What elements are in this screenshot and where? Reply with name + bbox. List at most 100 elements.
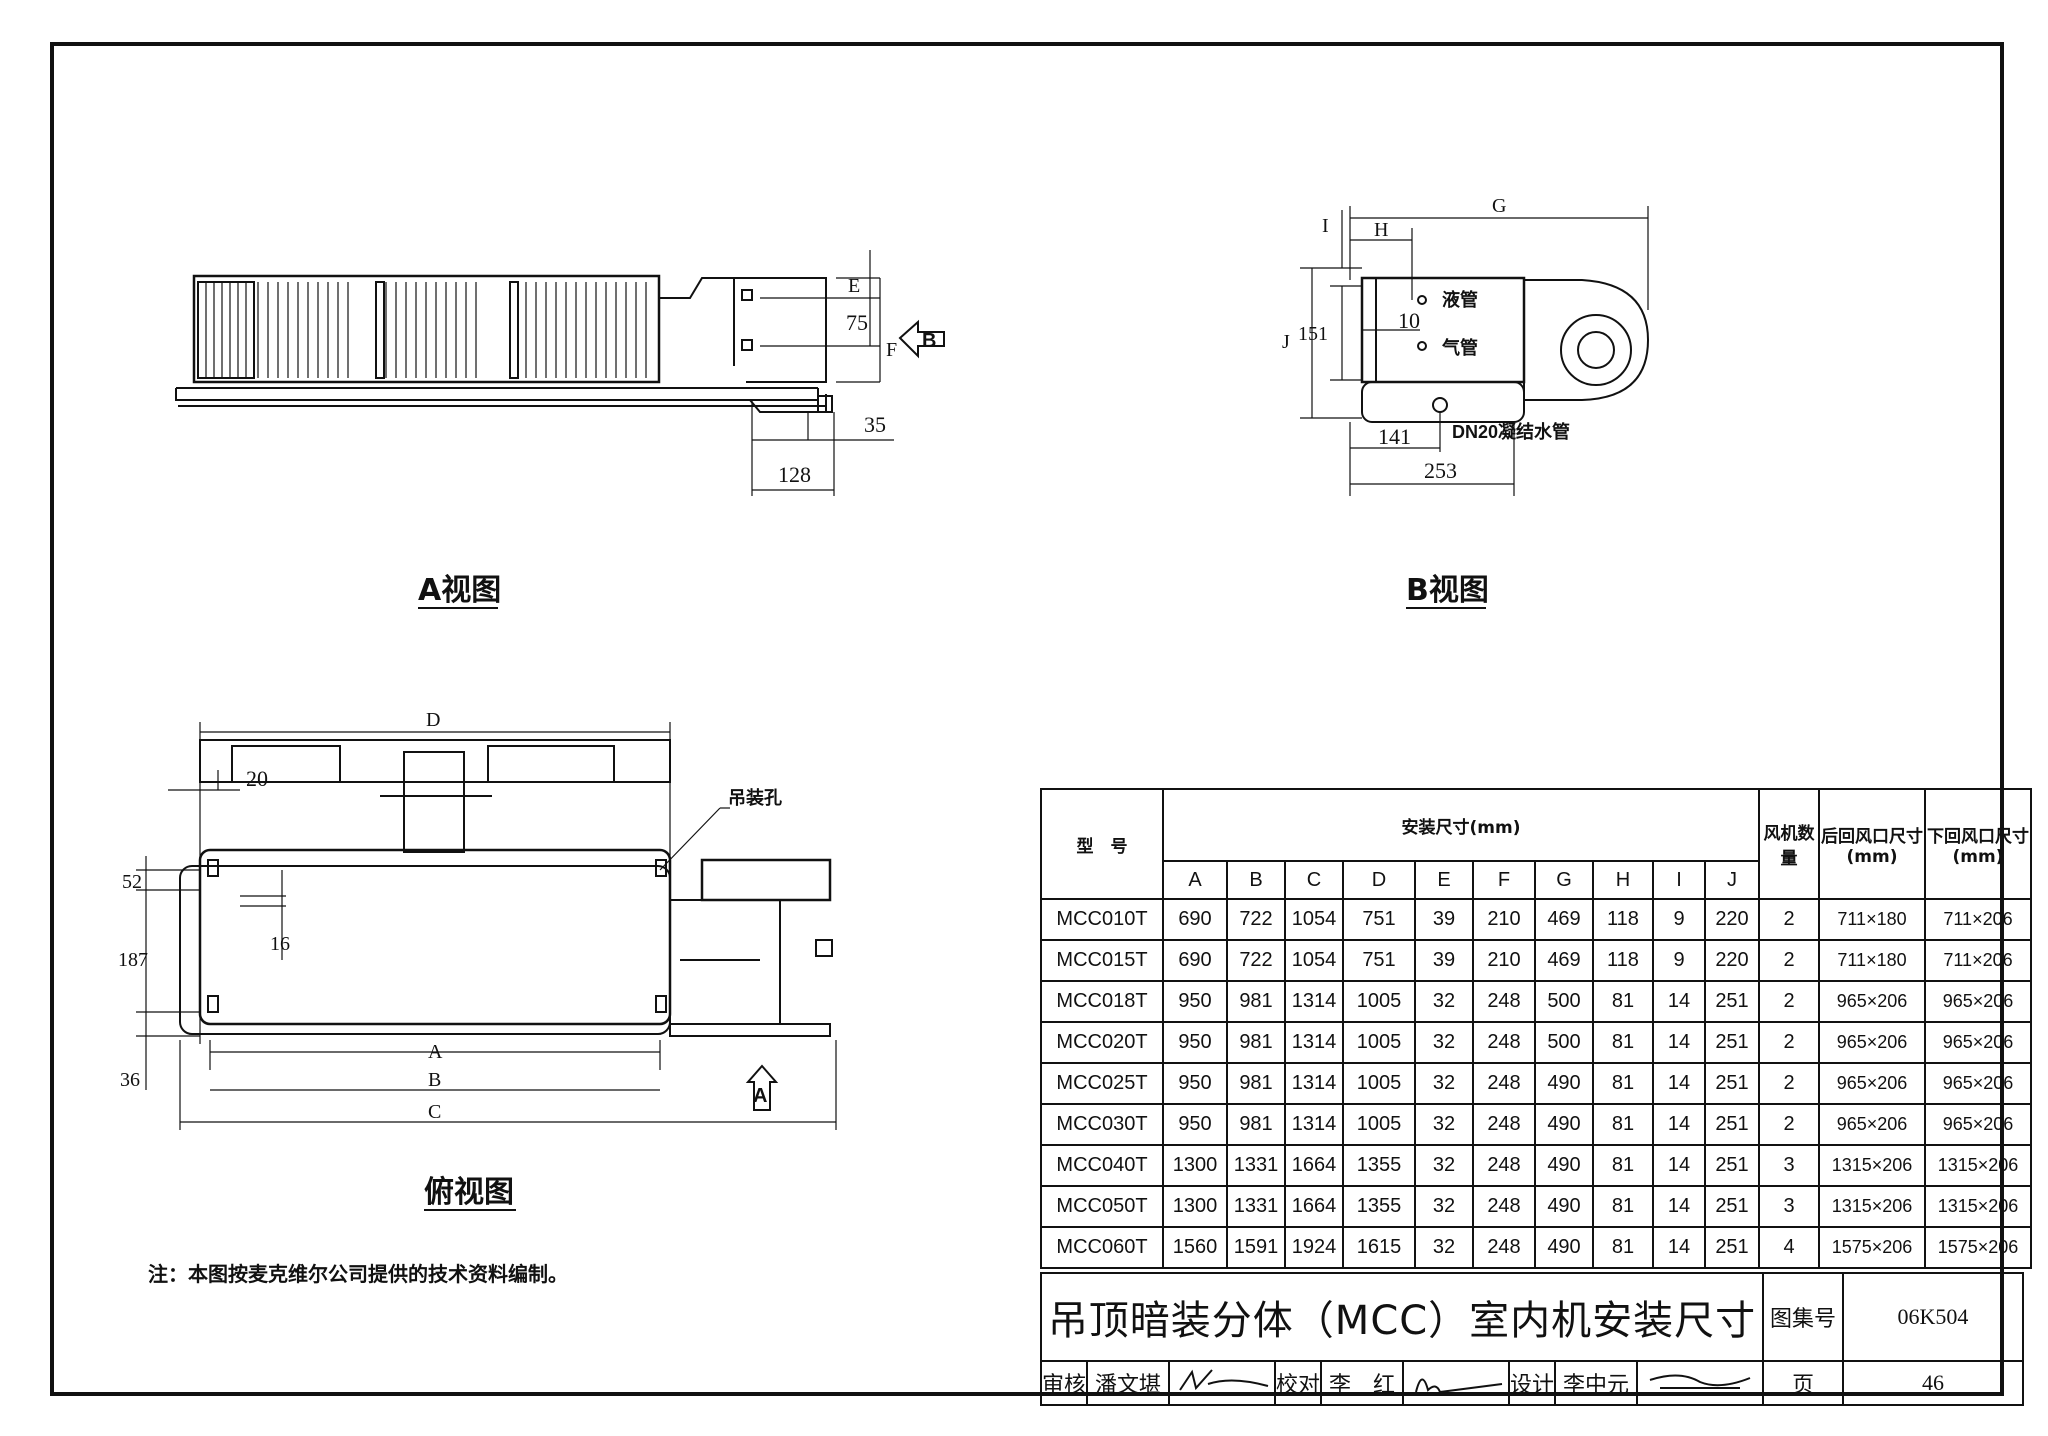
table-cell: 81 [1592, 1185, 1654, 1228]
dim-253-label: 253 [1424, 458, 1457, 483]
b-view-drawing [1300, 206, 1650, 496]
reviewer-name: 潘文堪 [1086, 1360, 1170, 1406]
table-cell: 1005 [1342, 1103, 1416, 1146]
dim-g-label: G [1492, 195, 1506, 217]
table-cell: 14 [1652, 1103, 1706, 1146]
review-label: 审核 [1040, 1360, 1088, 1406]
a-view-arrow-b-label: B [922, 330, 936, 352]
table-cell: 711×180 [1818, 898, 1926, 941]
table-cell: 81 [1592, 1226, 1654, 1269]
table-cell: 1314 [1284, 1062, 1344, 1105]
table-cell: 248 [1472, 1103, 1536, 1146]
dim-20-label: 20 [246, 766, 268, 791]
model-header: 型 号 [1040, 788, 1164, 900]
table-cell: 32 [1414, 1021, 1474, 1064]
table-cell: 469 [1534, 898, 1594, 941]
a-view-title: A视图 [418, 573, 501, 608]
model-cell: MCC010T [1040, 898, 1164, 941]
table-cell: 1315×206 [1818, 1185, 1926, 1228]
table-cell: 14 [1652, 1062, 1706, 1105]
table-cell: 1591 [1226, 1226, 1286, 1269]
drawing-title: 吊顶暗装分体（MCC）室内机安装尺寸 [1040, 1272, 1764, 1362]
atlas-no-label: 图集号 [1762, 1272, 1844, 1362]
table-cell: 118 [1592, 898, 1654, 941]
column-header-b: B [1226, 860, 1286, 900]
table-cell: 248 [1472, 1226, 1536, 1269]
table-cell: 251 [1704, 980, 1760, 1023]
table-cell: 965×206 [1924, 1062, 2032, 1105]
table-cell: 251 [1704, 1021, 1760, 1064]
table-cell: 711×206 [1924, 939, 2032, 982]
table-cell: 1560 [1162, 1226, 1228, 1269]
table-cell: 2 [1758, 1062, 1820, 1105]
table-cell: 500 [1534, 980, 1594, 1023]
table-cell: 3 [1758, 1144, 1820, 1187]
dim-16-label: 16 [270, 933, 290, 955]
table-cell: 14 [1652, 980, 1706, 1023]
table-cell: 220 [1704, 939, 1760, 982]
dim-151-label: 151 [1298, 323, 1328, 345]
hanger-hole-label: 吊装孔 [728, 787, 782, 808]
table-cell: 2 [1758, 939, 1820, 982]
table-cell: 1331 [1226, 1144, 1286, 1187]
a-view-drawing [175, 250, 945, 496]
model-cell: MCC050T [1040, 1185, 1164, 1228]
title-block: 吊顶暗装分体（MCC）室内机安装尺寸 图集号 06K504 审核 潘文堪 校对 … [1040, 1272, 2024, 1406]
table-cell: 39 [1414, 939, 1474, 982]
table-cell: 711×180 [1818, 939, 1926, 982]
table-cell: 751 [1342, 939, 1416, 982]
table-cell: 39 [1414, 898, 1474, 941]
dim-a-label: A [428, 1041, 443, 1063]
table-cell: 81 [1592, 1062, 1654, 1105]
table-cell: 14 [1652, 1226, 1706, 1269]
table-cell: 1054 [1284, 939, 1344, 982]
table-cell: 2 [1758, 980, 1820, 1023]
table-cell: 965×206 [1924, 1103, 2032, 1146]
table-cell: 1924 [1284, 1226, 1344, 1269]
top-view-drawing [136, 722, 837, 1130]
table-cell: 248 [1472, 980, 1536, 1023]
column-header-h: H [1592, 860, 1654, 900]
fan-count-header: 风机数量 [1758, 788, 1820, 900]
designer-signature [1636, 1360, 1764, 1406]
dim-h-label: H [1374, 219, 1388, 241]
page-label: 页 [1762, 1360, 1844, 1406]
top-view-arrow-a-label: A [753, 1085, 767, 1107]
gas-pipe-label: 气管 [1441, 337, 1478, 358]
table-cell: 210 [1472, 939, 1536, 982]
dim-10-label: 10 [1398, 308, 1420, 333]
check-label: 校对 [1274, 1360, 1322, 1406]
table-cell: 1005 [1342, 1021, 1416, 1064]
table-cell: 722 [1226, 898, 1286, 941]
a-view-labels: E F 75 35 128 B A视图 [418, 275, 936, 609]
spec-table: 型 号 安装尺寸(mm) 风机数量 后回风口尺寸(mm) 下回风口尺寸(mm) … [1040, 788, 2032, 1269]
table-cell: 490 [1534, 1226, 1594, 1269]
table-cell: 32 [1414, 1226, 1474, 1269]
column-header-j: J [1704, 860, 1760, 900]
bottom-return-header: 下回风口尺寸(mm) [1924, 788, 2032, 900]
table-cell: 248 [1472, 1144, 1536, 1187]
liquid-pipe-label: 液管 [1442, 289, 1478, 310]
table-cell: 14 [1652, 1021, 1706, 1064]
table-cell: 490 [1534, 1103, 1594, 1146]
dim-141-label: 141 [1378, 424, 1411, 449]
column-header-c: C [1284, 860, 1344, 900]
table-cell: 32 [1414, 980, 1474, 1023]
table-cell: 751 [1342, 898, 1416, 941]
page-number: 46 [1842, 1360, 2024, 1406]
b-view-labels: G H I J 151 10 液管 气管 DN20凝结水管 141 253 B视… [1282, 195, 1570, 609]
table-cell: 1314 [1284, 1103, 1344, 1146]
table-cell: 965×206 [1924, 1021, 2032, 1064]
table-cell: 4 [1758, 1226, 1820, 1269]
table-cell: 32 [1414, 1144, 1474, 1187]
table-cell: 950 [1162, 980, 1228, 1023]
table-cell: 2 [1758, 898, 1820, 941]
dim-75-label: 75 [846, 310, 868, 335]
table-cell: 981 [1226, 980, 1286, 1023]
